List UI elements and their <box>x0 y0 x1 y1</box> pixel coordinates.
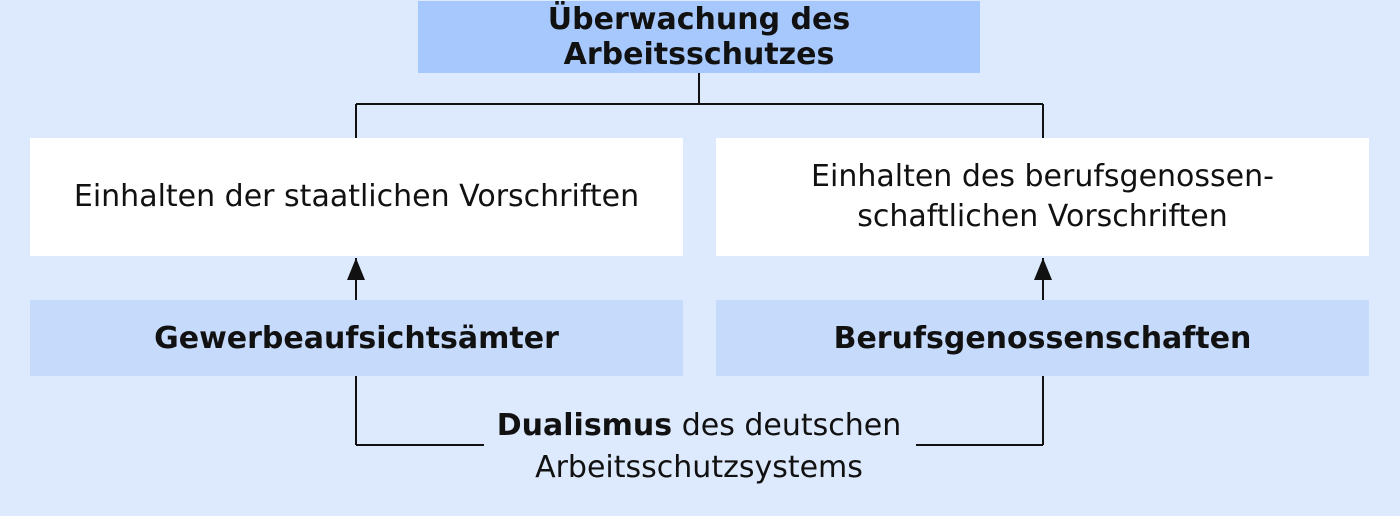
bg-regulations-line-1: Einhalten des berufsgenossen- <box>811 159 1274 194</box>
dualismus-line-1: Dualismus des deutschen <box>484 405 914 447</box>
title-box: Überwachung des Arbeitsschutzes <box>418 1 980 73</box>
berufsgenossenschaften-label: Berufsgenossenschaften <box>833 320 1252 356</box>
title-text: Überwachung des Arbeitsschutzes <box>547 2 851 72</box>
gewerbeaufsicht-box: Gewerbeaufsichtsämter <box>30 300 683 376</box>
bg-regulations-box: Einhalten des berufsgenossen- schaftlich… <box>716 138 1369 256</box>
dualismus-caption: Dualismus des deutschen Arbeitsschutzsys… <box>484 405 914 489</box>
berufsgenossenschaften-box: Berufsgenossenschaften <box>716 300 1369 376</box>
bg-regulations-line-2: schaftlichen Vorschriften <box>857 199 1228 234</box>
left-arrowhead-icon <box>347 258 365 280</box>
state-regulations-box: Einhalten der staatlichen Vorschriften <box>30 138 683 256</box>
dualismus-line-2: Arbeitsschutzsystems <box>535 450 863 485</box>
right-arrowhead-icon <box>1034 258 1052 280</box>
dualismus-bold-word: Dualismus <box>496 408 673 443</box>
gewerbeaufsicht-label: Gewerbeaufsichtsämter <box>154 320 559 356</box>
dualismus-line-1-rest: des deutschen <box>672 408 902 443</box>
state-regulations-text: Einhalten der staatlichen Vorschriften <box>73 179 640 214</box>
bg-regulations-text: Einhalten des berufsgenossen- schaftlich… <box>811 157 1274 237</box>
